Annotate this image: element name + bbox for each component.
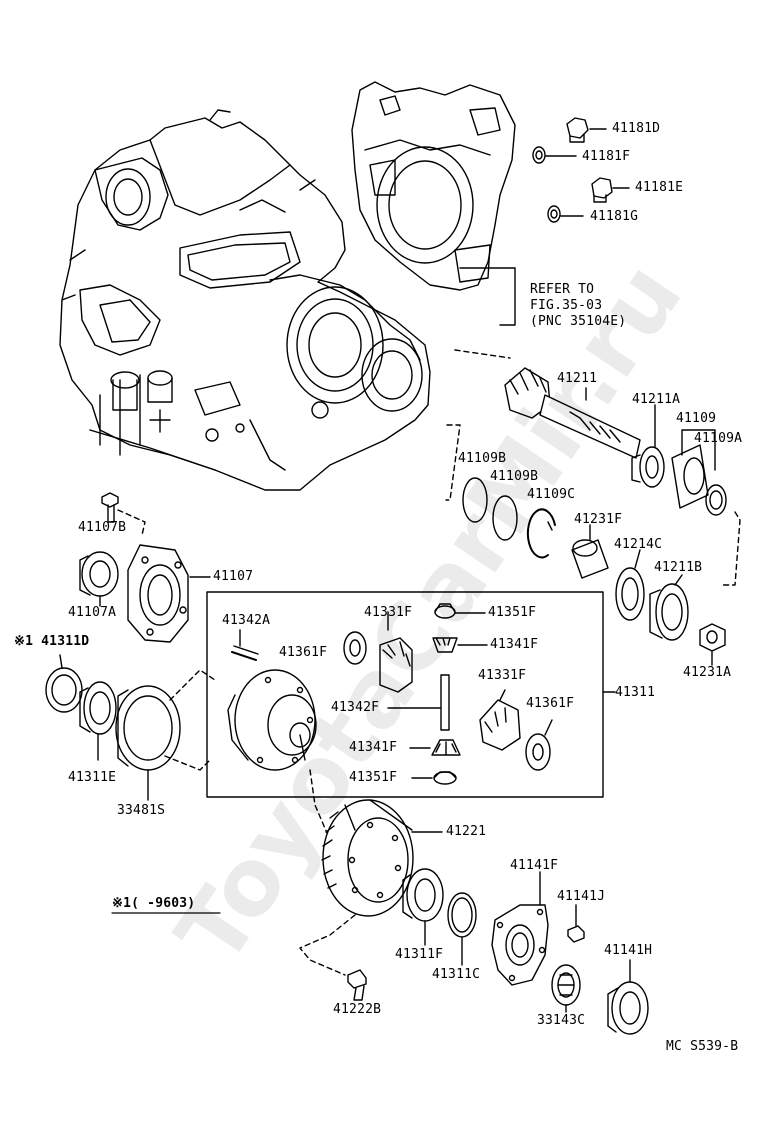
part-label-33481S: 33481S	[117, 803, 166, 818]
part-label-41141F: 41141F	[510, 858, 559, 873]
part-label-41181F: 41181F	[582, 149, 631, 164]
part-label-41181G: 41181G	[590, 209, 639, 224]
refer-fig-text: FIG.35-03	[530, 298, 603, 313]
part-label-41311: 41311	[615, 685, 656, 700]
part-label-41331F-1: 41331F	[364, 605, 413, 620]
diagram-code: MC S539-B	[666, 1039, 739, 1054]
gasket-41181F	[532, 146, 577, 164]
part-label-41311E: 41311E	[68, 770, 117, 785]
drain-plug-41181D	[566, 117, 607, 143]
part-label-41311C: 41311C	[432, 967, 481, 982]
bearing-41211A	[631, 404, 665, 488]
speedometer-gear-33143C	[551, 964, 581, 1013]
part-label-41342F: 41342F	[331, 700, 380, 715]
side-gear-41331F-1	[379, 611, 413, 693]
part-label-41361F-1: 41361F	[279, 645, 328, 660]
part-label-41109A: 41109A	[694, 431, 743, 446]
part-label-41221: 41221	[446, 824, 487, 839]
part-label-33143C: 33143C	[537, 1013, 586, 1028]
washer-41351F-1	[434, 603, 486, 619]
part-label-41211A: 41211A	[632, 392, 681, 407]
part-label-41181E: 41181E	[635, 180, 684, 195]
ring-gear-41221	[321, 799, 443, 917]
pinion-gear-41341F-1	[432, 637, 488, 653]
part-label-41109B-2: 41109B	[490, 469, 539, 484]
oil-seal-33481S	[115, 685, 181, 801]
side-gear-41331F-2	[479, 689, 521, 751]
part-label-41351F-1: 41351F	[488, 605, 537, 620]
part-label-41341F-2: 41341F	[349, 740, 398, 755]
part-label-41361F-2: 41361F	[526, 696, 575, 711]
pin-41342A	[231, 629, 259, 661]
part-label-41107B: 41107B	[78, 520, 127, 535]
part-label-41311F: 41311F	[395, 947, 444, 962]
part-label-41222B: 41222B	[333, 1002, 382, 1017]
snap-ring-41109C	[526, 508, 556, 559]
bolt-41141J	[567, 904, 585, 943]
oil-seal-41311D	[45, 654, 83, 713]
shim-41109A	[705, 484, 727, 516]
part-label-41341F-1: 41341F	[490, 637, 539, 652]
part-label-41181D: 41181D	[612, 121, 661, 136]
retainer-41141F	[491, 871, 549, 986]
part-label-41107: 41107	[213, 569, 254, 584]
washer-41351F-2	[411, 771, 457, 785]
part-label-41231F: 41231F	[574, 512, 623, 527]
pinion-gear-41341F-2	[409, 739, 461, 756]
shim-41109B-1	[462, 477, 488, 523]
part-label-41342A: 41342A	[222, 613, 271, 628]
shim-41311C	[447, 892, 477, 966]
part-label-41311D: ※1 41311D	[14, 634, 90, 649]
refer-to-text: REFER TO	[530, 282, 595, 297]
part-label-41331F-2: 41331F	[478, 668, 527, 683]
washer-41361F-2	[525, 719, 553, 771]
oil-seal-41107A	[79, 551, 119, 607]
part-label-41211: 41211	[557, 371, 598, 386]
part-label-41109: 41109	[676, 411, 717, 426]
differential-case	[227, 669, 317, 771]
refer-pnc-text: (PNC 35104E)	[530, 314, 627, 329]
bearing-41211B	[649, 574, 689, 641]
part-label-41109C: 41109C	[527, 487, 576, 502]
nut-41231A	[699, 623, 726, 666]
transaxle-case-drawing	[59, 109, 431, 491]
bolt-41107B	[101, 492, 119, 523]
part-label-41351F-2: 41351F	[349, 770, 398, 785]
bearing-race-41109	[671, 429, 716, 509]
washer-41214C	[615, 549, 645, 621]
transaxle-housing-drawing	[351, 81, 516, 291]
pinion-shaft-41211	[504, 367, 641, 459]
differential-assembly-box	[206, 591, 604, 798]
spacer-41231F	[571, 524, 609, 579]
bearing-41311F	[402, 868, 444, 946]
gasket-41181G	[547, 205, 584, 223]
retainer-41107	[127, 544, 211, 643]
part-label-41214C: 41214C	[614, 537, 663, 552]
shaft-41342F	[387, 674, 450, 731]
bearing-41311E	[79, 681, 117, 761]
shim-41109B-2	[492, 495, 518, 541]
drain-plug-41181E	[591, 177, 630, 203]
part-label-41107A: 41107A	[68, 605, 117, 620]
part-label-41231A: 41231A	[683, 665, 732, 680]
bolt-41222B	[347, 969, 367, 1001]
part-label-41109B-1: 41109B	[458, 451, 507, 466]
note-text: ※1( -9603)	[112, 896, 196, 911]
part-label-41211B: 41211B	[654, 560, 703, 575]
washer-41361F-1	[343, 631, 367, 665]
part-label-41141H: 41141H	[604, 943, 653, 958]
oil-seal-41141H	[607, 959, 649, 1035]
part-label-41141J: 41141J	[557, 889, 606, 904]
